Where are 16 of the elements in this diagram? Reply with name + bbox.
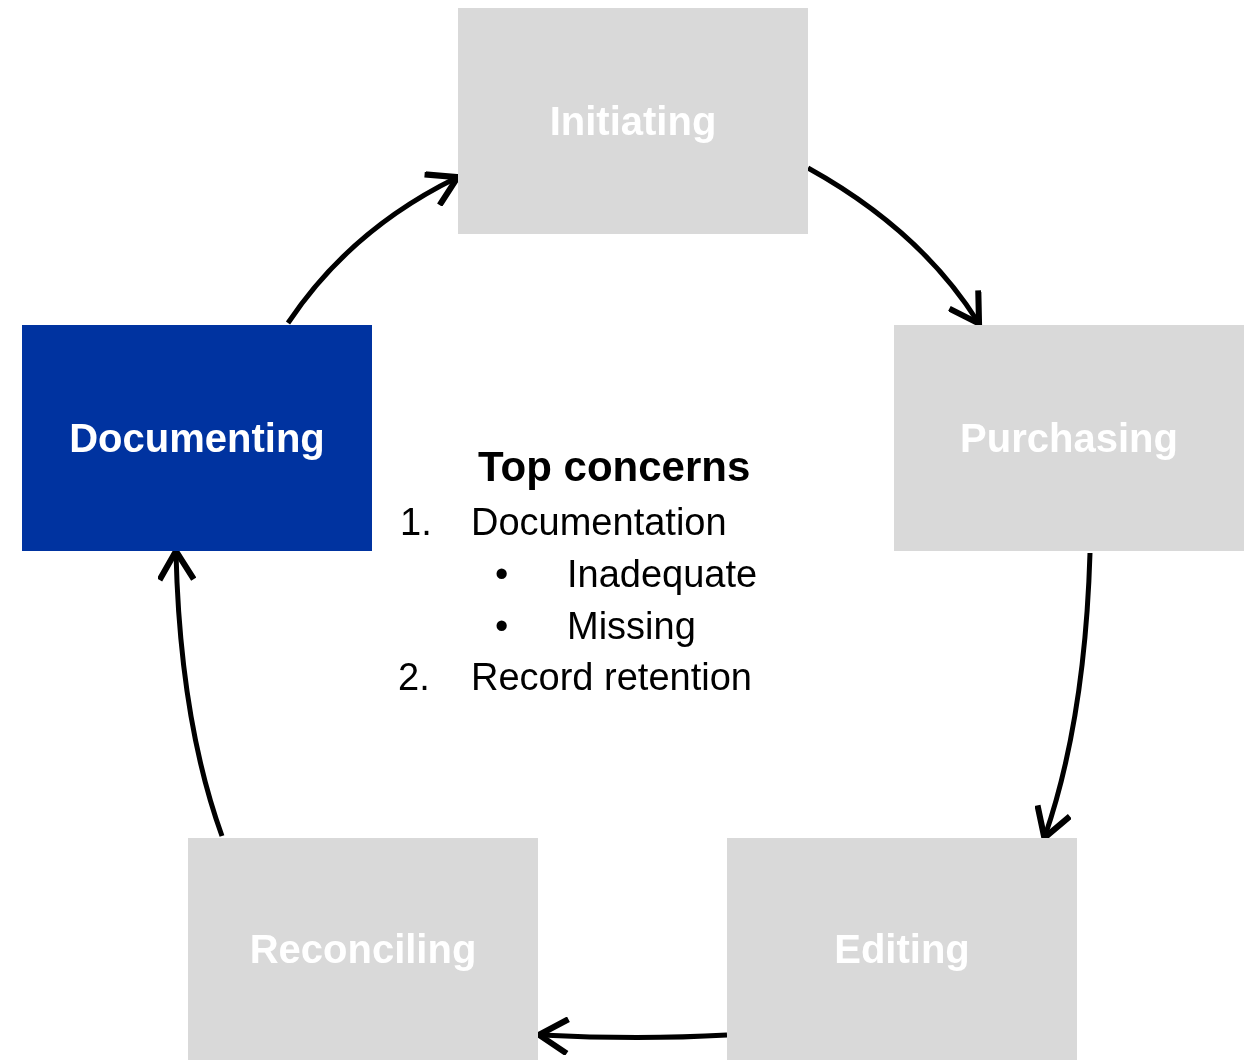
list-text: • <box>495 607 509 645</box>
list-text: Record retention <box>471 658 752 696</box>
list-text: 1. <box>400 503 432 541</box>
list-text: • <box>495 555 509 593</box>
heading: Top concerns <box>478 446 751 488</box>
step-box <box>458 8 808 234</box>
list-text: Missing <box>567 607 696 645</box>
step-box <box>727 838 1077 1060</box>
step-label: Documenting <box>69 415 325 461</box>
step-box <box>894 325 1244 551</box>
step-box <box>188 838 538 1060</box>
curved-arrow <box>1033 552 1093 841</box>
list-text: 2. <box>398 658 430 696</box>
list-text: Documentation <box>471 503 727 541</box>
active-step-box <box>22 325 372 551</box>
list-text: Inadequate <box>567 555 758 593</box>
